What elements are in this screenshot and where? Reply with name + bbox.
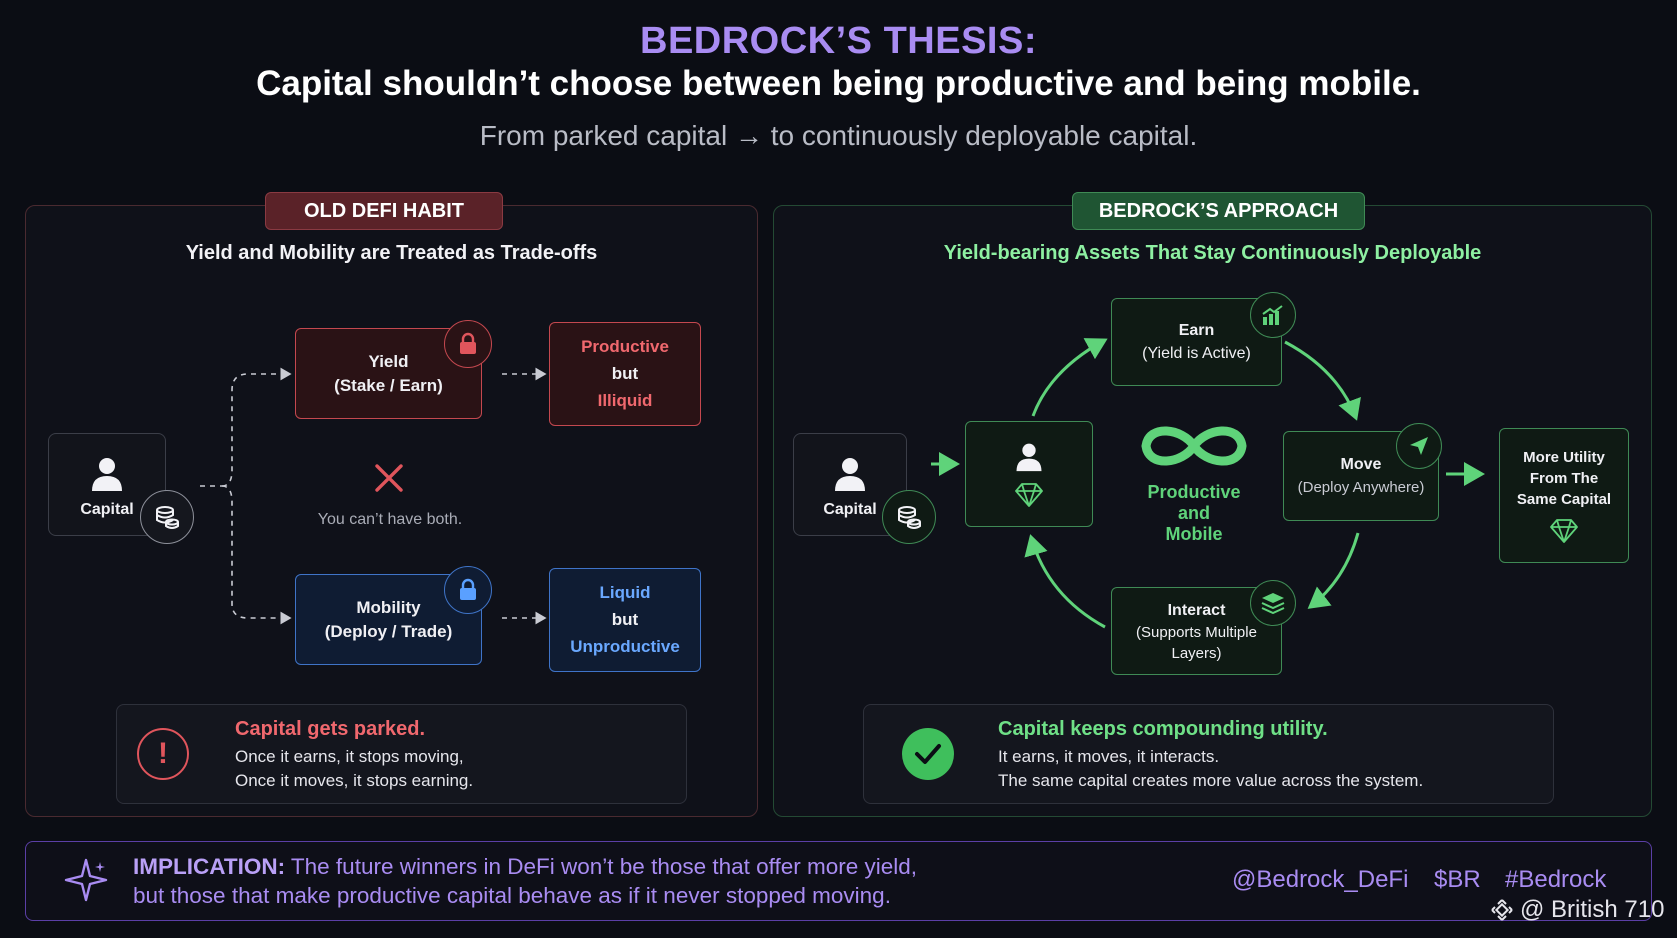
implication-banner bbox=[25, 841, 1652, 921]
coins-icon bbox=[898, 506, 921, 529]
user-asset-box bbox=[965, 421, 1093, 527]
implication-label: IMPLICATION: bbox=[133, 854, 286, 879]
mobility-lock-badge bbox=[444, 566, 492, 614]
callout-left-title: Capital gets parked. bbox=[235, 718, 426, 740]
productive-label: Productive bbox=[581, 337, 669, 356]
thesis-subtitle: From parked capital → to continuously de… bbox=[479, 120, 1198, 151]
callout-left-line1: Once it earns, it stops moving, bbox=[235, 747, 464, 766]
utility-line-1: More Utility bbox=[1523, 449, 1605, 466]
paper-plane-icon bbox=[1410, 437, 1428, 455]
callout-right-line1: It earns, it moves, it interacts. bbox=[998, 747, 1220, 766]
user-icon bbox=[92, 458, 122, 491]
earn-detail: (Yield is Active) bbox=[1142, 345, 1251, 362]
productive-mobile-label: Productive and Mobile bbox=[1128, 482, 1260, 545]
center-label-1: Productive bbox=[1147, 482, 1241, 502]
move-box: Move (Deploy Anywhere) bbox=[1283, 431, 1439, 521]
interact-detail-1: (Supports Multiple bbox=[1136, 623, 1257, 641]
layers-badge bbox=[1250, 580, 1296, 626]
layers-icon bbox=[1261, 593, 1285, 614]
earn-title: Earn bbox=[1178, 322, 1215, 339]
diamond-icon bbox=[1015, 483, 1043, 507]
bar-chart-icon bbox=[1262, 305, 1283, 325]
coins-badge bbox=[140, 490, 194, 544]
implication-line1: The future winners in DeFi won’t be thos… bbox=[285, 854, 918, 879]
center-label-2: and bbox=[1177, 503, 1210, 523]
thesis-title: Capital shouldn’t choose between being p… bbox=[256, 64, 1421, 103]
unproductive-label: Unproductive bbox=[570, 637, 680, 656]
thesis-eyebrow: BEDROCK’S THESIS: bbox=[640, 20, 1037, 62]
bedrock-approach-subtitle: Yield-bearing Assets That Stay Continuou… bbox=[943, 242, 1482, 264]
old-defi-badge: OLD DEFI HABIT bbox=[265, 192, 503, 230]
new-capital-label: Capital bbox=[823, 501, 877, 518]
mobility-title: Mobility bbox=[356, 597, 421, 617]
sparkle-icon bbox=[64, 858, 108, 902]
mobility-box: Mobility (Deploy / Trade) bbox=[295, 574, 482, 665]
chart-badge bbox=[1250, 292, 1296, 338]
liquid-label: Liquid bbox=[599, 583, 651, 602]
old-defi-subtitle: Yield and Mobility are Treated as Trade-… bbox=[185, 242, 598, 264]
watermark: @ British 710 bbox=[1490, 896, 1664, 924]
send-badge bbox=[1396, 423, 1442, 469]
illiquid-label: Illiquid bbox=[597, 391, 653, 410]
callout-left-line2: Once it moves, it stops earning. bbox=[235, 771, 474, 790]
liquid-unproductive-box: Liquid but Unproductive bbox=[549, 568, 701, 672]
yield-detail: (Stake / Earn) bbox=[334, 375, 443, 395]
mobility-detail: (Deploy / Trade) bbox=[324, 621, 453, 641]
binance-logo-icon bbox=[1491, 899, 1513, 921]
but-label: but bbox=[611, 364, 639, 383]
old-capital-label: Capital bbox=[80, 501, 134, 518]
but-label: but bbox=[611, 610, 639, 629]
coins-icon bbox=[156, 506, 179, 529]
check-icon bbox=[902, 728, 954, 780]
productive-illiquid-box: Productive but Illiquid bbox=[549, 322, 701, 426]
ticker-tag[interactable]: $BR bbox=[1434, 866, 1481, 893]
cant-have-both-text: You can’t have both. bbox=[317, 511, 463, 528]
callout-right-line2: The same capital creates more value acro… bbox=[998, 771, 1424, 790]
yield-lock-badge bbox=[444, 320, 492, 368]
diamond-icon bbox=[1550, 519, 1578, 543]
more-utility-box: More Utility From The Same Capital bbox=[1499, 428, 1629, 563]
twitter-handle-link[interactable]: @Bedrock_DeFi bbox=[1232, 866, 1409, 893]
lock-icon bbox=[460, 332, 476, 354]
infinity-icon bbox=[1141, 426, 1247, 466]
utility-line-2: From The bbox=[1529, 470, 1599, 487]
implication-line2: but those that make productive capital b… bbox=[133, 883, 891, 908]
compounding-utility-callout bbox=[863, 704, 1554, 804]
hashtag-link[interactable]: #Bedrock bbox=[1505, 866, 1607, 893]
move-title: Move bbox=[1340, 456, 1382, 473]
bedrock-approach-badge: BEDROCK’S APPROACH bbox=[1072, 192, 1365, 230]
yield-title: Yield bbox=[368, 351, 409, 371]
utility-line-3: Same Capital bbox=[1516, 491, 1612, 508]
interact-title: Interact bbox=[1167, 601, 1226, 619]
coins-badge-green bbox=[882, 490, 936, 544]
user-icon bbox=[835, 458, 865, 491]
x-mark-icon bbox=[375, 464, 403, 492]
user-icon bbox=[1016, 443, 1042, 472]
interact-detail-2: Layers) bbox=[1171, 644, 1222, 662]
warning-icon: ! bbox=[137, 728, 189, 780]
capital-parked-callout bbox=[116, 704, 687, 804]
implication-text: IMPLICATION: The future winners in DeFi … bbox=[133, 852, 917, 910]
watermark-text: @ British 710 bbox=[1520, 896, 1665, 923]
center-label-3: Mobile bbox=[1165, 524, 1223, 544]
move-detail: (Deploy Anywhere) bbox=[1297, 479, 1425, 496]
lock-icon bbox=[460, 578, 476, 600]
callout-right-title: Capital keeps compounding utility. bbox=[998, 718, 1328, 740]
